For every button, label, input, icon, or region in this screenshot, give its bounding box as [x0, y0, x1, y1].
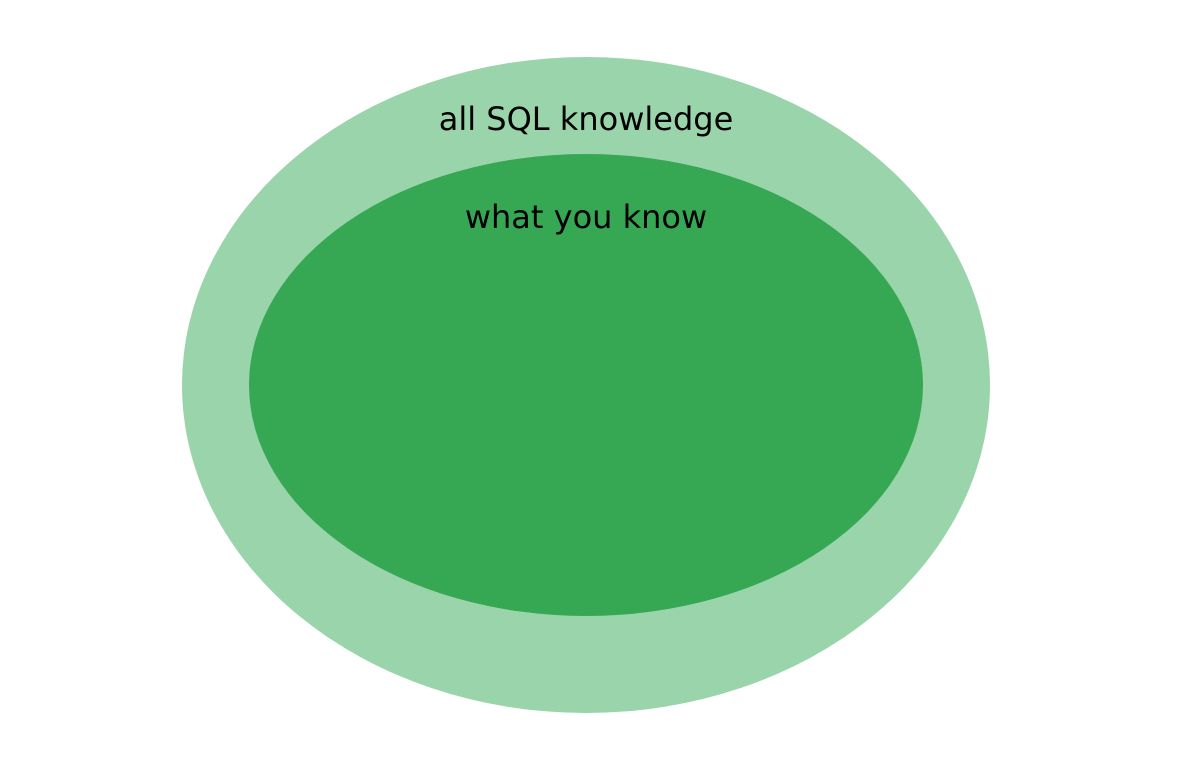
- outer-ellipse-label: all SQL knowledge: [439, 100, 734, 138]
- inner-ellipse-label: what you know: [465, 198, 707, 236]
- inner-ellipse-what-you-know: [249, 154, 923, 616]
